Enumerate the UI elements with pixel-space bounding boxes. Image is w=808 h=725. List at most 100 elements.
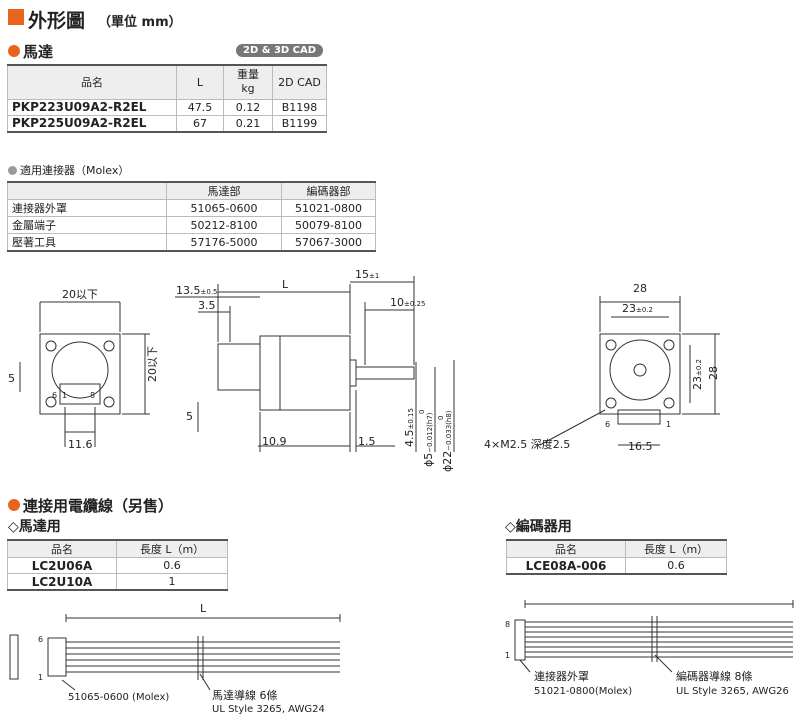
- weight-header: 重量 kg: [237, 68, 259, 96]
- dim-L: L: [282, 278, 289, 291]
- col-header: 品名: [506, 539, 626, 558]
- row-label: 金屬端子: [7, 216, 167, 234]
- col-header: L: [176, 64, 224, 100]
- dim-15: 15±1: [355, 268, 379, 281]
- col-header: 馬達部: [166, 181, 282, 200]
- motor-cable-L: L: [200, 602, 207, 615]
- dim-16-5: 16.5: [628, 440, 653, 453]
- dim-13-5: 13.5±0.5: [176, 284, 218, 297]
- section-dot-icon: [8, 499, 20, 511]
- row-label: 連接器外罩: [7, 199, 167, 217]
- bullet-icon: [8, 166, 17, 175]
- pin-label: 6: [38, 635, 43, 644]
- dim-5: 5: [186, 410, 193, 423]
- mount-hole-icon: [45, 396, 57, 408]
- cell: 67: [176, 114, 224, 133]
- title-marker-icon: [8, 9, 24, 25]
- encoder-wire-label: 編碼器導線 8條: [676, 669, 753, 683]
- mount-hole-icon: [45, 340, 57, 352]
- encoder-cable-L: L: [655, 600, 662, 602]
- cell: 57176-5000: [166, 233, 282, 252]
- product-name: LC2U10A: [7, 573, 117, 591]
- dim-1-5: 1.5: [358, 435, 376, 448]
- dim-phi22: ϕ22−0.033(h8): [441, 410, 454, 472]
- cable-heading: 連接用電纜線（另售）: [23, 497, 174, 515]
- encoder-cable-heading: ◇編碼器用: [505, 519, 572, 535]
- product-name: PKP223U09A2-R2EL: [7, 98, 177, 116]
- cable-drawing: L 6 1 51065-0600 (Molex) 馬達導線 6條 UL Styl…: [9, 600, 794, 715]
- cell: 0.21: [223, 114, 273, 133]
- product-name: LC2U06A: [7, 557, 117, 574]
- dim-front-right: 20以下: [146, 346, 159, 382]
- cell: 0.6: [625, 557, 727, 575]
- pin-label: 1: [666, 420, 671, 429]
- encoder-wire-spec: UL Style 3265, AWG26: [676, 686, 789, 697]
- cell: 0.12: [223, 98, 273, 116]
- unit-note: （單位 mm）: [98, 15, 182, 30]
- dim-23-top: 23±0.2: [622, 302, 653, 315]
- col-header: 品名: [7, 64, 177, 100]
- hole-note: 4×M2.5 深度2.5: [484, 437, 570, 451]
- col-header: 2D CAD: [272, 64, 327, 100]
- dim-28-top: 28: [633, 282, 647, 295]
- shaft-circle: [633, 363, 647, 377]
- side-shaft: [355, 366, 415, 380]
- front-flange-outline: [39, 333, 121, 415]
- product-name: LCE08A-006: [506, 557, 626, 575]
- mount-hole-icon: [663, 397, 675, 409]
- pin-label: 6: [605, 420, 610, 429]
- mount-hole-icon: [103, 396, 115, 408]
- cell: 57067-3000: [281, 233, 376, 252]
- side-boss: [349, 359, 357, 387]
- pin-label: 8: [505, 620, 510, 629]
- motor-wire-spec: UL Style 3265, AWG24: [212, 704, 325, 715]
- dim-front-top: 20以下: [62, 288, 98, 301]
- motor-cable-heading: ◇馬達用: [8, 519, 61, 535]
- mount-hole-icon: [103, 340, 115, 352]
- dim-28-right: 28: [707, 366, 720, 380]
- dim-4-5: 4.5±0.15: [403, 408, 416, 447]
- cad-link[interactable]: B1199: [272, 114, 327, 133]
- mount-hole-icon: [663, 339, 675, 351]
- side-motor-body: [279, 335, 351, 411]
- section-dot-icon: [8, 45, 20, 57]
- cell: 50079-8100: [281, 216, 376, 234]
- cell: 47.5: [176, 98, 224, 116]
- rear-flange-outline: [599, 333, 681, 415]
- cell: 0.6: [116, 557, 228, 574]
- cell: 51021-0800: [281, 199, 376, 217]
- col-header: 重量 kg: [223, 64, 273, 100]
- pin-label: 1: [505, 651, 510, 660]
- cad-link[interactable]: B1198: [272, 98, 327, 116]
- pin-label: 8: [90, 391, 95, 400]
- cell: 1: [116, 573, 228, 591]
- dim-front-left: 5: [8, 372, 15, 385]
- col-header: [7, 181, 167, 200]
- dim-front-bottom: 11.6: [68, 438, 93, 451]
- dim-10: 10±0.25: [390, 296, 425, 309]
- front-connector: [59, 383, 101, 405]
- motor-table: 品名 L 重量 kg 2D CAD PKP223U09A2-R2EL 47.5 …: [7, 64, 327, 133]
- col-header: 長度 L（m）: [116, 539, 228, 558]
- encoder-connector-part: 51021-0800(Molex): [534, 686, 632, 697]
- pin-label: 1: [62, 391, 67, 400]
- front-boss-circle: [51, 341, 109, 399]
- page-title: 外形圖: [28, 10, 86, 32]
- encoder-connector-label: 連接器外罩: [534, 669, 589, 683]
- motor-heading: 馬達: [23, 43, 54, 61]
- motor-connector-label: 51065-0600 (Molex): [68, 692, 169, 703]
- dimension-drawing: 20以下 20以下 5 11.6 6 1 8 L 13.5±0.5 15±1 3…: [8, 268, 720, 472]
- pin-label: 6: [52, 391, 57, 400]
- cell: 50212-8100: [166, 216, 282, 234]
- dim-phi5: ϕ5−0.012(h7): [422, 412, 435, 467]
- mount-hole-icon: [605, 397, 617, 409]
- connector-heading: 適用連接器（Molex）: [20, 164, 130, 177]
- pin-label: 1: [38, 673, 43, 682]
- rear-connector: [617, 409, 661, 425]
- cad-badge[interactable]: 2D & 3D CAD: [236, 44, 324, 57]
- cell: 51065-0600: [166, 199, 282, 217]
- encoder-cable-housing: [514, 619, 526, 661]
